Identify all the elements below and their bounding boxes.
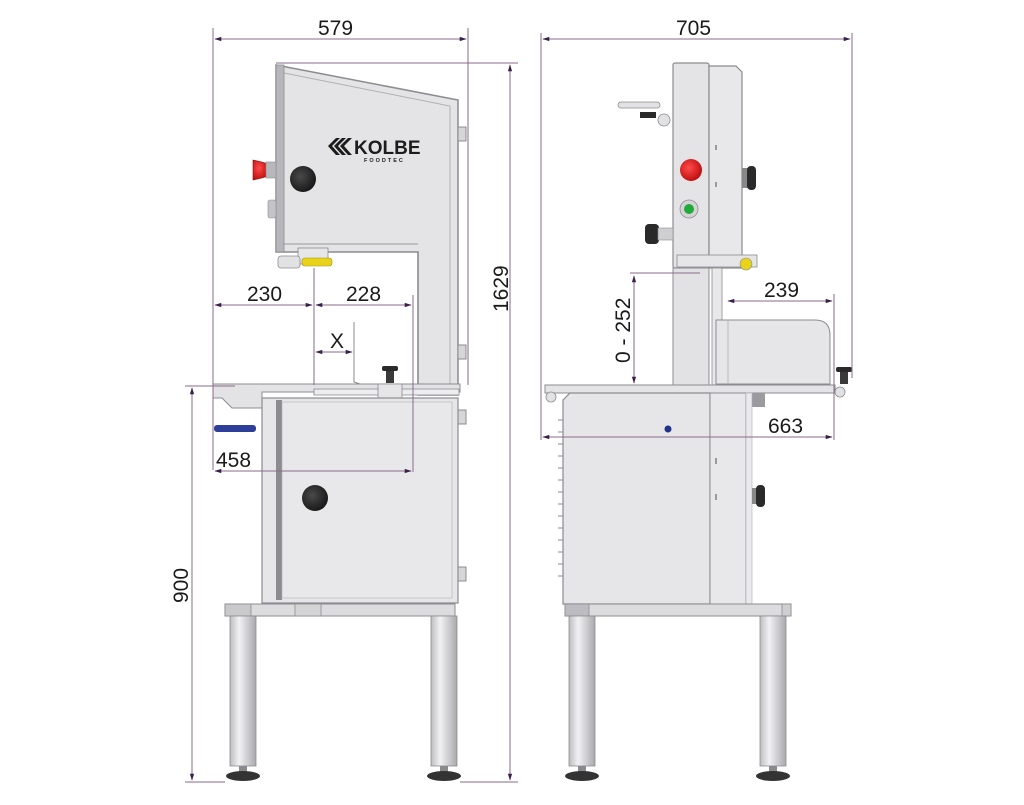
side-knob-lower[interactable] [752,485,765,507]
front-view: KOLBE FOODTEC [212,64,467,781]
dim-left-to-blade: 230 [247,283,282,306]
dim-table-length: 663 [768,415,803,438]
dim-guide-to-edge: 239 [764,279,799,302]
dim-overall-depth: 705 [676,17,711,40]
dim-blade-to-column: 228 [346,283,381,306]
dim-overall-width: 579 [318,17,353,40]
brand-name: KOLBE [354,138,421,159]
dim-table-height: 900 [170,568,193,603]
blade-guard [715,319,831,385]
emergency-stop-button-side[interactable] [680,159,702,181]
blue-indicator-dot [664,425,672,433]
front-legs [226,615,461,781]
front-dimensions [185,28,518,783]
tension-handle[interactable] [617,101,671,127]
lower-knob-icon[interactable] [302,485,328,511]
upper-knob-icon[interactable] [290,166,316,192]
table-lock-knob[interactable] [382,366,398,383]
yellow-lever [301,257,333,267]
vent-ribs [558,419,563,577]
side-knob-upper[interactable] [742,166,756,190]
side-button[interactable] [267,199,277,219]
dim-overall-height: 1629 [490,265,513,312]
start-button[interactable] [679,199,699,219]
upper-housing [275,64,459,396]
dim-table-depth: 458 [216,449,251,472]
blade-guide-yellow-knob[interactable] [739,257,753,271]
lower-cabinet [261,397,459,604]
blue-push-handle[interactable] [214,425,256,432]
side-view [544,62,852,781]
dim-cut-width: X [330,330,344,353]
side-dimensions [540,33,853,440]
height-adjust-knob[interactable] [645,224,674,244]
hinge-icon [457,126,467,582]
dim-cutting-height: 0 - 252 [612,298,635,363]
blade-guide[interactable] [277,247,333,269]
kolbe-logo: KOLBE FOODTEC [328,138,421,164]
side-legs [565,615,790,781]
brand-subtitle: FOODTEC [364,158,405,164]
table-lock-knob-side[interactable] [836,367,852,384]
emergency-stop-button[interactable] [252,159,277,181]
